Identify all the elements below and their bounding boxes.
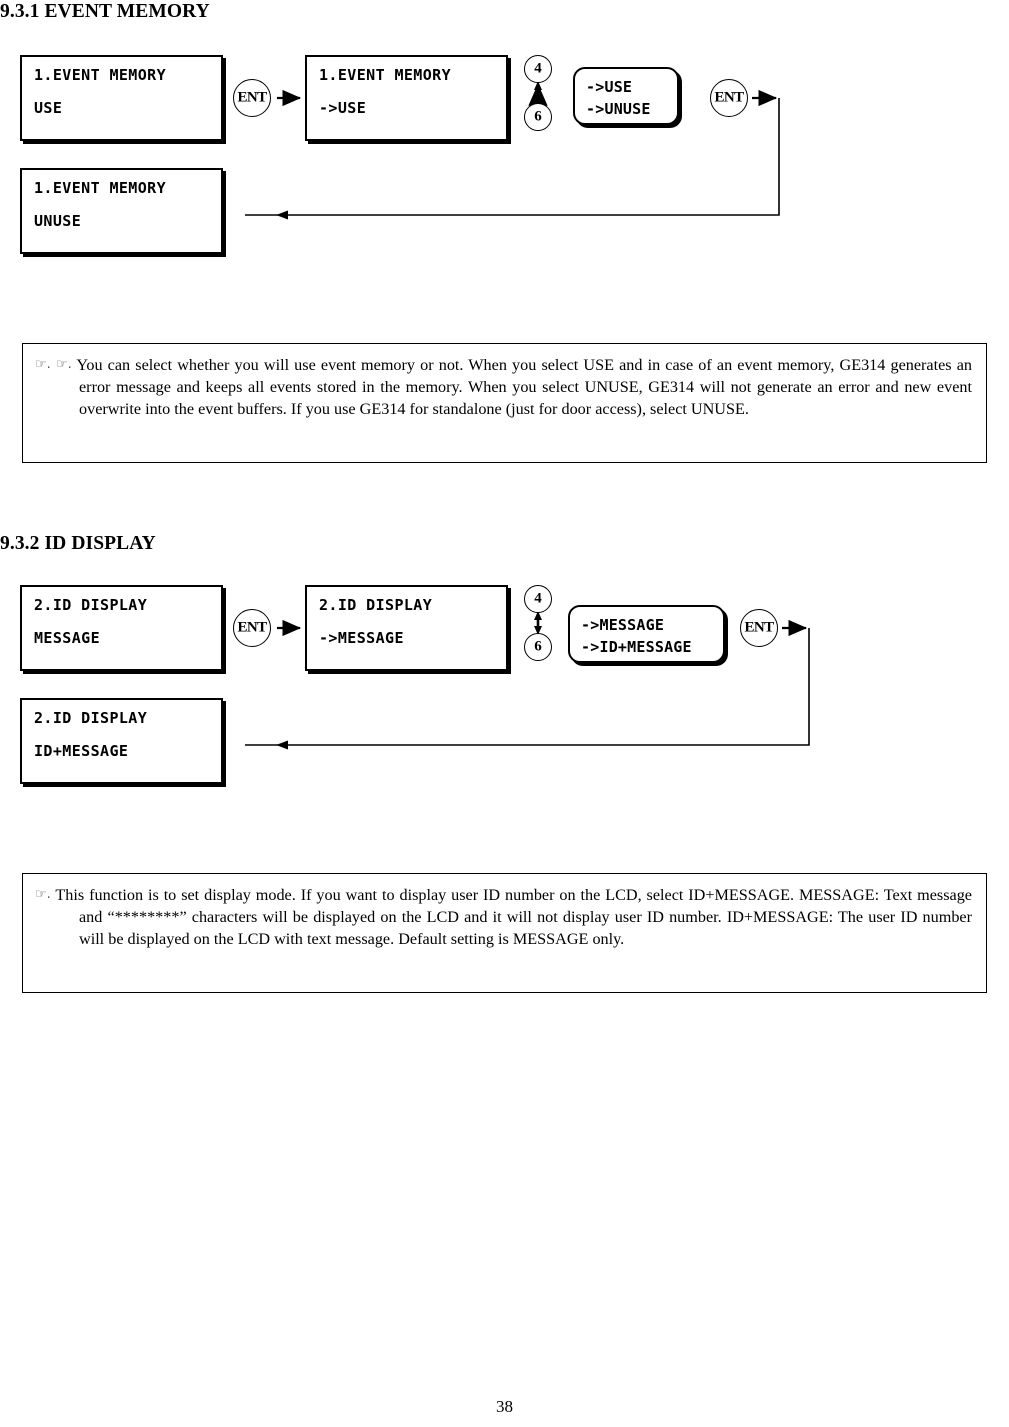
lcd-line-2: USE bbox=[34, 99, 63, 117]
ent-key-confirm-icon[interactable]: ENT bbox=[710, 79, 748, 117]
ent-key-label: ENT bbox=[237, 89, 267, 106]
option-list: ->USE ->UNUSE bbox=[573, 67, 679, 125]
key-down-6-icon[interactable]: 6 bbox=[524, 633, 552, 661]
lcd-line-2: UNUSE bbox=[34, 212, 82, 230]
lcd-line-2: ->MESSAGE bbox=[319, 629, 404, 647]
key-down-label: 6 bbox=[534, 108, 542, 125]
note-paragraph: ☞. ☞. You can select whether you will us… bbox=[35, 354, 972, 420]
lcd-line-1: 2.ID DISPLAY bbox=[34, 596, 148, 614]
lcd-screen-edit: 2.ID DISPLAY ->MESSAGE bbox=[305, 585, 508, 671]
key-up-4-icon[interactable]: 4 bbox=[524, 585, 552, 613]
lcd-screen-result: 2.ID DISPLAY ID+MESSAGE bbox=[20, 698, 223, 784]
key-up-label: 4 bbox=[534, 60, 542, 77]
section-heading-event-memory: 9.3.1 EVENT MEMORY bbox=[0, 1, 210, 22]
pointing-hand-icon: ☞. ☞. bbox=[35, 357, 72, 372]
ent-key-confirm-icon[interactable]: ENT bbox=[740, 609, 778, 647]
lcd-screen-result: 1.EVENT MEMORY UNUSE bbox=[20, 168, 223, 254]
lcd-screen-edit: 1.EVENT MEMORY ->USE bbox=[305, 55, 508, 141]
option-item-2[interactable]: ->ID+MESSAGE bbox=[581, 638, 692, 656]
lcd-line-2: MESSAGE bbox=[34, 629, 101, 647]
page-number: 38 bbox=[496, 1397, 513, 1416]
lcd-screen-initial: 2.ID DISPLAY MESSAGE bbox=[20, 585, 223, 671]
note-box-id-display: ☞. This function is to set display mode.… bbox=[22, 873, 987, 993]
ent-key-icon[interactable]: ENT bbox=[233, 79, 271, 117]
lcd-line-2: ID+MESSAGE bbox=[34, 742, 129, 760]
key-up-label: 4 bbox=[534, 590, 542, 607]
option-item-1[interactable]: ->USE bbox=[586, 78, 633, 96]
ent-key-label: ENT bbox=[744, 619, 774, 636]
lcd-line-2: ->USE bbox=[319, 99, 367, 117]
diagram-id-display: 2.ID DISPLAY MESSAGE ENT 2.ID DISPLAY ->… bbox=[0, 580, 1009, 805]
lcd-line-1: 2.ID DISPLAY bbox=[319, 596, 433, 614]
key-down-6-icon[interactable]: 6 bbox=[524, 103, 552, 131]
ent-key-label: ENT bbox=[237, 619, 267, 636]
lcd-line-1: 2.ID DISPLAY bbox=[34, 709, 148, 727]
key-down-label: 6 bbox=[534, 638, 542, 655]
section-heading-id-display: 9.3.2 ID DISPLAY bbox=[0, 533, 156, 554]
diagram-event-memory: 1.EVENT MEMORY USE ENT 1.EVENT MEMORY ->… bbox=[0, 50, 1009, 275]
option-item-1[interactable]: ->MESSAGE bbox=[581, 616, 665, 634]
note-text: You can select whether you will use even… bbox=[76, 356, 972, 419]
option-item-2[interactable]: ->UNUSE bbox=[586, 100, 651, 118]
note-text: This function is to set display mode. If… bbox=[55, 886, 972, 949]
lcd-line-1: 1.EVENT MEMORY bbox=[319, 66, 452, 84]
pointing-hand-icon: ☞. bbox=[35, 887, 51, 902]
option-list: ->MESSAGE ->ID+MESSAGE bbox=[568, 605, 725, 663]
lcd-screen-initial: 1.EVENT MEMORY USE bbox=[20, 55, 223, 141]
note-box-event-memory: ☞. ☞. You can select whether you will us… bbox=[22, 343, 987, 463]
ent-key-label: ENT bbox=[714, 89, 744, 106]
lcd-line-1: 1.EVENT MEMORY bbox=[34, 179, 167, 197]
ent-key-icon[interactable]: ENT bbox=[233, 609, 271, 647]
key-up-4-icon[interactable]: 4 bbox=[524, 55, 552, 83]
lcd-line-1: 1.EVENT MEMORY bbox=[34, 66, 167, 84]
note-paragraph: ☞. This function is to set display mode.… bbox=[35, 884, 972, 950]
